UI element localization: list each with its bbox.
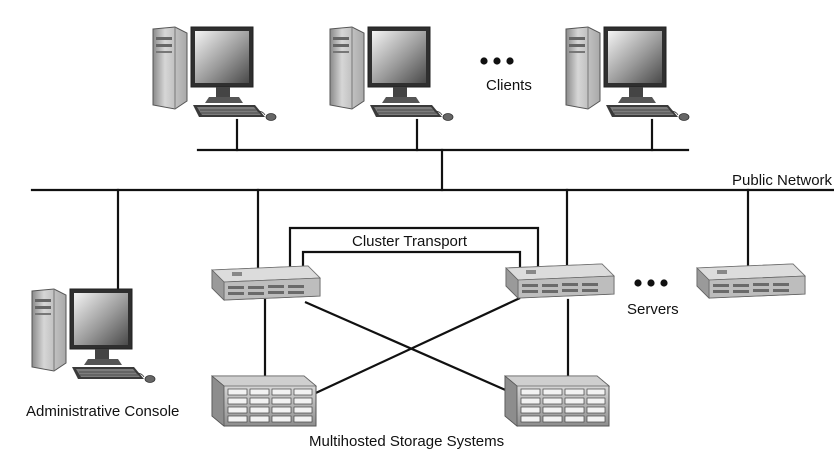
- client-workstation-3: [565, 26, 690, 121]
- cluster-server-1: [211, 265, 321, 301]
- storage-array-2: [504, 375, 610, 427]
- cluster-server-3: [696, 263, 806, 299]
- administrative-console-workstation: [31, 288, 156, 383]
- cluster-transport-label-backdrop: [346, 232, 474, 250]
- cluster-transport-outer-line: [288, 226, 540, 270]
- cluster-transport-label: Cluster Transport: [352, 233, 468, 250]
- servers-label: Servers: [627, 301, 679, 318]
- public-network-label: Public Network: [732, 172, 833, 189]
- clients-ellipsis: [480, 57, 514, 65]
- storage-array-1: [211, 375, 317, 427]
- network-wiring: [30, 118, 834, 399]
- clients-label: Clients: [486, 77, 532, 94]
- cluster-server-2: [505, 263, 615, 299]
- client-workstation-1: [152, 26, 277, 121]
- cluster-transport-inner-line: [301, 250, 522, 270]
- multihosted-storage-label: Multihosted Storage Systems: [309, 433, 504, 450]
- server-2-storage-1-line: [304, 297, 521, 399]
- servers-ellipsis: [634, 279, 668, 287]
- administrative-console-label: Administrative Console: [26, 403, 179, 420]
- server-1-storage-2-line: [304, 300, 511, 394]
- client-workstation-2: [329, 26, 454, 121]
